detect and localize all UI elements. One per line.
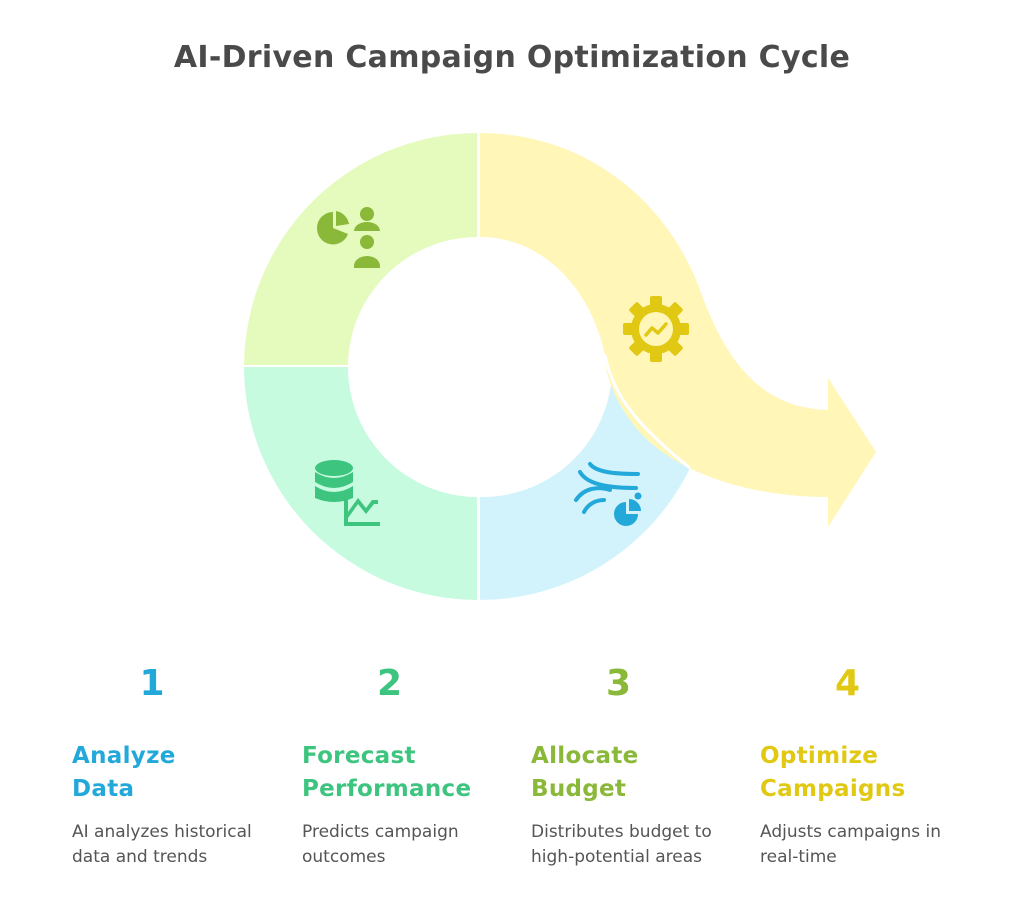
step-description: AI analyzes historical data and trends [72, 822, 252, 867]
step-title-line1: Allocate [531, 743, 639, 769]
cycle-diagram [244, 133, 876, 600]
step-title: Forecast Performance [302, 740, 517, 806]
step-number: 1 [139, 663, 165, 704]
pie-chart-users-icon [316, 207, 380, 268]
segment-allocate [244, 133, 477, 365]
step-allocate-budget: 3 Allocate Budget Distributes budget to … [531, 662, 746, 870]
step-title: Allocate Budget [531, 740, 746, 806]
step-title: Analyze Data [72, 740, 287, 806]
step-title-line2: Campaigns [760, 776, 906, 802]
step-description: Distributes budget to high-potential are… [531, 822, 712, 867]
step-description: Adjusts campaigns in real-time [760, 822, 941, 867]
step-forecast-performance: 2 Forecast Performance Predicts campaign… [302, 662, 517, 870]
page-title: AI-Driven Campaign Optimization Cycle [173, 40, 851, 75]
step-description: Predicts campaign outcomes [302, 822, 459, 867]
database-chart-icon [315, 460, 380, 526]
step-title-line1: Optimize [760, 743, 879, 769]
step-title-line1: Analyze [72, 743, 176, 769]
gear-trend-icon [623, 296, 689, 362]
flow-chart-icon [574, 462, 642, 526]
step-number: 4 [834, 663, 861, 704]
step-optimize-campaigns: 4 Optimize Campaigns Adjusts campaigns i… [760, 662, 975, 870]
separator-line [603, 354, 691, 470]
step-title-line2: Budget [531, 776, 627, 802]
step-title-line1: Forecast [302, 743, 416, 769]
step-title-line2: Performance [302, 776, 472, 802]
step-number: 2 [376, 663, 403, 704]
segment-forecast [244, 367, 477, 600]
step-title-line2: Data [72, 776, 135, 802]
step-analyze-data: 1 Analyze Data AI analyzes historical da… [72, 662, 287, 870]
step-title: Optimize Campaigns [760, 740, 975, 806]
step-number: 3 [605, 663, 632, 704]
